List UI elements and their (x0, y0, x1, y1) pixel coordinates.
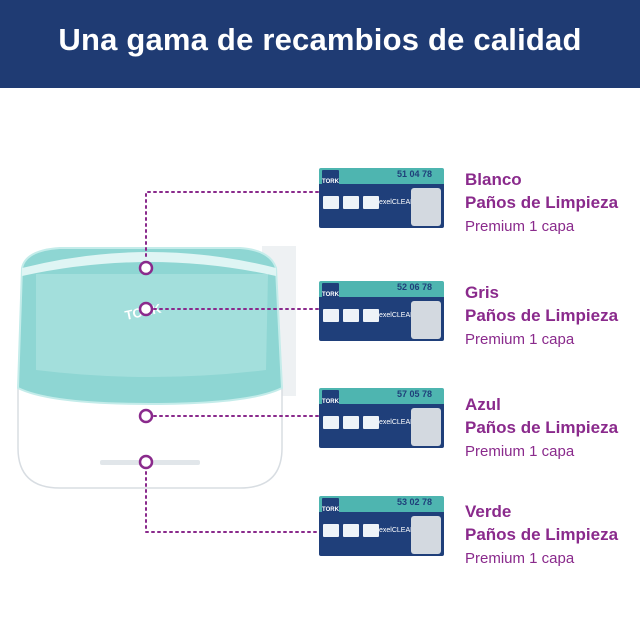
pack-icon (343, 524, 359, 537)
product-pack-blanco: 51 04 78 TORK exelCLEAN (319, 168, 444, 228)
dispenser-base (17, 387, 283, 489)
dot-azul (138, 408, 154, 424)
label-blanco: Blanco Paños de Limpieza Premium 1 capa (465, 168, 618, 238)
label-product: Paños de Limpieza (465, 525, 619, 544)
product-pack-verde: 53 02 78 TORK exelCLEAN (319, 496, 444, 556)
product-pack-azul: 57 05 78 TORK exelCLEAN (319, 388, 444, 448)
connector-dots (138, 260, 154, 470)
pack-top-band: 52 06 78 (319, 281, 444, 297)
page-title: Una gama de recambios de calidad (58, 22, 582, 57)
pack-code: 51 04 78 (396, 169, 432, 179)
label-azul: Azul Paños de Limpieza Premium 1 capa (465, 393, 618, 463)
header-banner: Una gama de recambios de calidad (0, 0, 640, 88)
pack-code: 52 06 78 (396, 282, 432, 292)
pack-top-band: 57 05 78 (319, 388, 444, 404)
pack-icon (323, 524, 339, 537)
pack-hands-image (411, 301, 441, 339)
label-verde: Verde Paños de Limpieza Premium 1 capa (465, 500, 618, 570)
dot-blanco (138, 260, 154, 276)
dot-verde (138, 454, 154, 470)
label-color: Blanco (465, 170, 522, 189)
label-spec: Premium 1 capa (465, 550, 575, 567)
pack-icon (343, 416, 359, 429)
pack-icon (323, 196, 339, 209)
pack-brand: exelCLEAN (379, 199, 416, 206)
connector-lines (145, 191, 319, 533)
dispenser-window (36, 274, 268, 377)
connector-verde (145, 471, 319, 533)
label-color: Gris (465, 283, 500, 302)
pack-icon (323, 309, 339, 322)
pack-top-band: 53 02 78 (319, 496, 444, 512)
dispenser-illustration: TORK (16, 191, 319, 533)
pack-icon (363, 416, 379, 429)
pack-logo: TORK (322, 283, 339, 307)
pack-icon (323, 416, 339, 429)
pack-icon (343, 309, 359, 322)
label-gris: Gris Paños de Limpieza Premium 1 capa (465, 281, 618, 351)
label-spec: Premium 1 capa (465, 443, 575, 460)
label-color: Azul (465, 395, 501, 414)
pack-code: 57 05 78 (396, 389, 432, 399)
dot-gris (138, 301, 154, 317)
pack-icon (363, 196, 379, 209)
pack-code: 53 02 78 (396, 497, 432, 507)
label-color: Verde (465, 502, 512, 521)
label-product: Paños de Limpieza (465, 418, 619, 437)
pack-top-band: 51 04 78 (319, 168, 444, 184)
pack-brand: exelCLEAN (379, 419, 416, 426)
label-spec: Premium 1 capa (465, 218, 575, 235)
pack-hands-image (411, 188, 441, 226)
pack-logo: TORK (322, 498, 339, 522)
pack-brand: exelCLEAN (379, 527, 416, 534)
label-product: Paños de Limpieza (465, 306, 619, 325)
product-pack-gris: 52 06 78 TORK exelCLEAN (319, 281, 444, 341)
pack-hands-image (411, 516, 441, 554)
label-spec: Premium 1 capa (465, 331, 575, 348)
pack-hands-image (411, 408, 441, 446)
label-product: Paños de Limpieza (465, 193, 619, 212)
pack-brand: exelCLEAN (379, 312, 416, 319)
dispenser-top-lip (22, 252, 276, 276)
pack-icon (343, 196, 359, 209)
pack-logo: TORK (322, 170, 339, 194)
pack-icon (363, 524, 379, 537)
pack-logo: TORK (322, 390, 339, 414)
pack-icon (363, 309, 379, 322)
